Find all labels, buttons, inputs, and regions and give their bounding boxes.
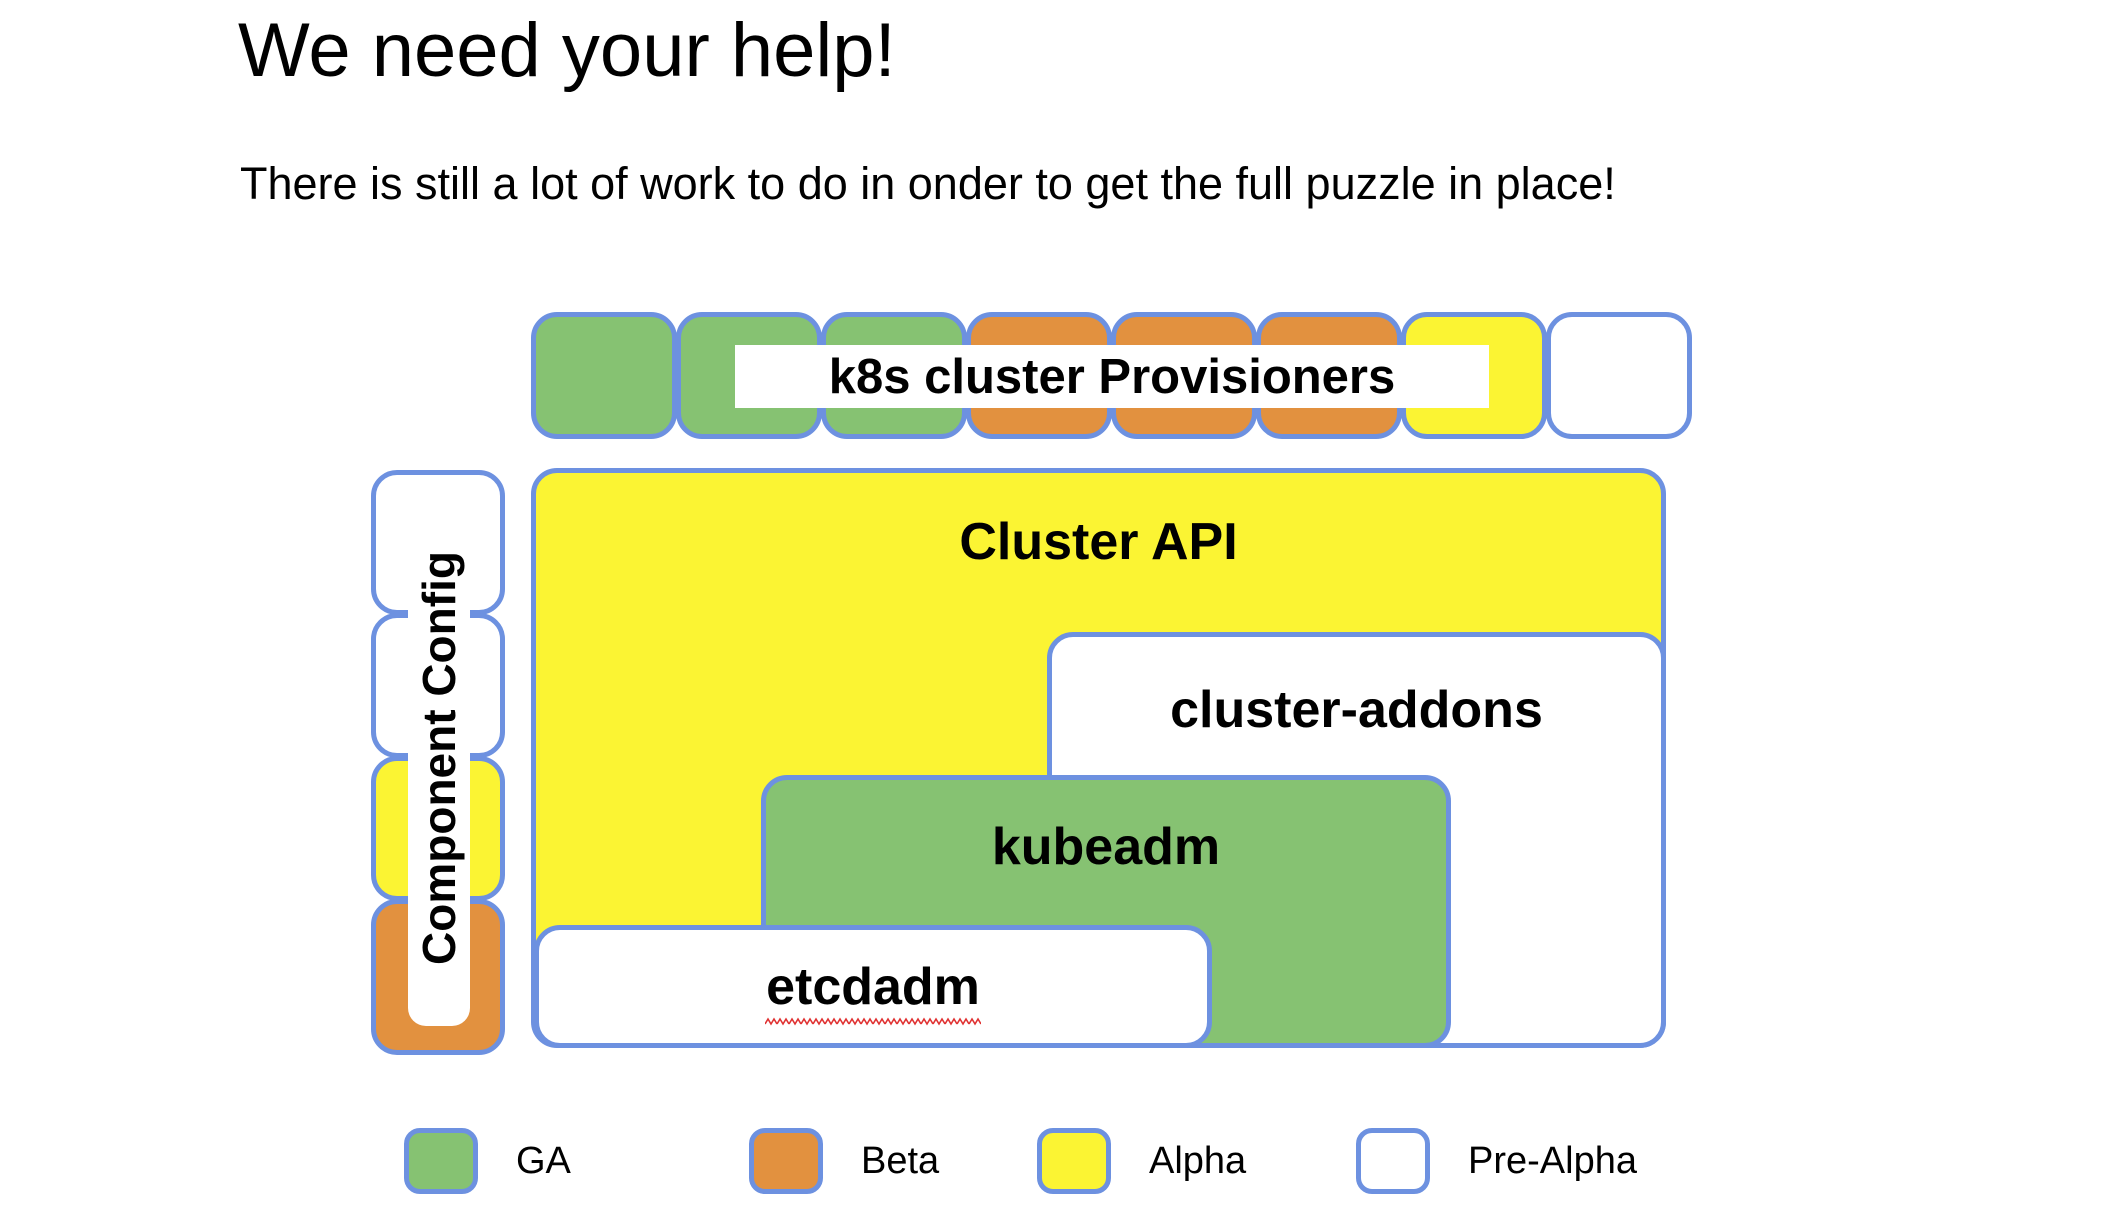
provisioners-label: k8s cluster Provisioners: [828, 349, 1396, 404]
component-config-label-plate: Component Config: [408, 490, 470, 1026]
legend-item-pre-alpha: Pre-Alpha: [1356, 1125, 1637, 1197]
legend-item-ga: GA: [404, 1125, 571, 1197]
legend-label-beta: Beta: [861, 1139, 940, 1182]
legend-label-alpha: Alpha: [1149, 1139, 1247, 1182]
etcdadm-box[interactable]: [534, 925, 1212, 1048]
provisioner-box-8[interactable]: [1546, 312, 1692, 439]
provisioners-label-plate: k8s cluster Provisioners: [735, 345, 1489, 408]
legend-label-pre-alpha: Pre-Alpha: [1468, 1139, 1637, 1182]
legend: GA Beta Alpha Pre-Alpha: [404, 1125, 1804, 1205]
cluster-api-label: Cluster API: [959, 513, 1238, 571]
kubeadm-label: kubeadm: [991, 818, 1221, 876]
legend-label-ga: GA: [516, 1139, 571, 1182]
component-config-label: Component Config: [413, 551, 466, 965]
legend-swatch-alpha: [1037, 1128, 1111, 1194]
legend-item-beta: Beta: [749, 1125, 939, 1197]
legend-item-alpha: Alpha: [1037, 1125, 1246, 1197]
cluster-addons-label: cluster-addons: [1170, 681, 1543, 739]
legend-swatch-ga: [404, 1128, 478, 1194]
etcdadm-label: etcdadm: [766, 958, 980, 1016]
provisioner-box-1[interactable]: [531, 312, 677, 439]
etcdadm-spellcheck-underline: [765, 1017, 981, 1027]
page-subtitle: There is still a lot of work to do in on…: [240, 158, 1616, 209]
legend-swatch-beta: [749, 1128, 823, 1194]
legend-swatch-pre-alpha: [1356, 1128, 1430, 1194]
page-title: We need your help!: [238, 8, 896, 93]
